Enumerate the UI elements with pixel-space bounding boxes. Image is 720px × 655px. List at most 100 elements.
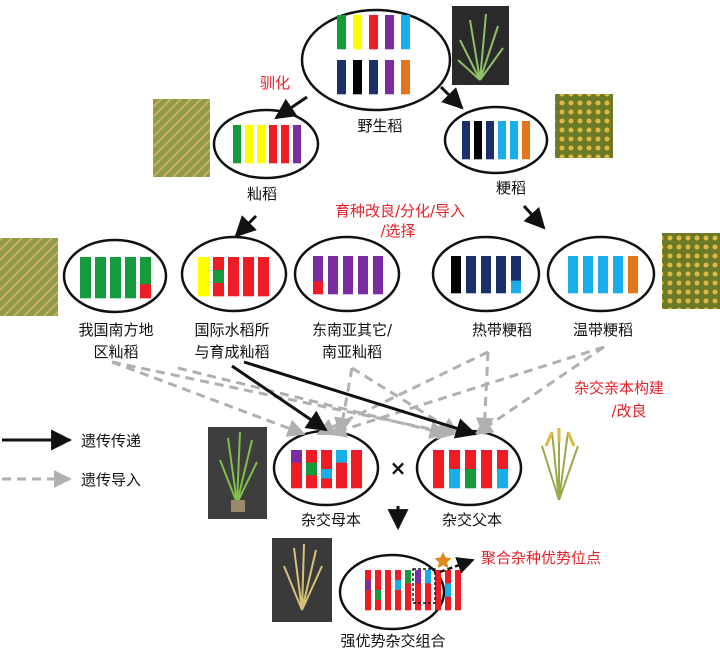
chromosome-segment <box>375 570 381 581</box>
label-irri-line1: 国际水稻所 <box>194 321 269 339</box>
indica-ellipse <box>212 108 320 180</box>
chromosome-combo-3 <box>385 570 391 611</box>
chromosome-segment <box>385 15 394 50</box>
chromosome-mother-5 <box>351 450 362 489</box>
chromosome-segment <box>306 475 317 489</box>
chromosome-segment <box>445 583 451 597</box>
chromosome-segment <box>306 462 317 476</box>
label-wild-rice: 野生稻 <box>357 117 402 135</box>
chromosome-father-4 <box>481 450 492 489</box>
chromosome-wild-bottom-3 <box>369 60 378 95</box>
label-japonica: 粳稻 <box>496 179 526 197</box>
chromosome-segment <box>511 256 521 269</box>
chromosome-segment <box>498 121 506 160</box>
chromosome-japonica-5 <box>510 121 518 160</box>
chromosome-father-1 <box>433 450 444 489</box>
chromosome-segment <box>198 257 209 297</box>
chromosome-segment <box>401 15 410 50</box>
chromosome-temperate-1 <box>568 256 578 294</box>
chromosome-segment <box>474 121 482 160</box>
chromosome-temperate-3 <box>598 256 608 294</box>
chromosome-sea-1 <box>313 256 323 295</box>
chromosome-irri-3 <box>228 257 239 297</box>
label-tropical: 热带粳稻 <box>472 321 532 339</box>
chromosome-segment <box>291 475 302 489</box>
chromosome-tropical-5 <box>511 256 521 294</box>
chromosome-segment <box>245 125 253 164</box>
chromosome-segment <box>385 570 391 591</box>
chromosome-sea-5 <box>373 256 383 295</box>
chromosome-japonica-6 <box>522 121 530 160</box>
chromosome-wild-top-3 <box>369 15 378 50</box>
chromosome-segment <box>365 590 371 601</box>
chromosome-irri-5 <box>258 257 269 297</box>
chromosome-segment <box>313 281 323 295</box>
introgression-arrows <box>111 345 605 440</box>
chromosome-father-5 <box>497 450 508 489</box>
chromosome-indica-4 <box>269 125 277 164</box>
photo-japonica-panicle <box>555 94 613 158</box>
chromosome-segment <box>449 450 460 470</box>
chromosome-segment <box>328 256 338 295</box>
chromosome-indica-2 <box>245 125 253 164</box>
chromosome-segment <box>455 570 461 591</box>
chromosome-sea-4 <box>358 256 368 295</box>
chromosome-segment <box>336 450 347 463</box>
chromosome-segment <box>313 256 323 269</box>
label-father: 杂交父本 <box>442 511 502 529</box>
chromosome-segment <box>455 590 461 611</box>
chromosome-wild-bottom-4 <box>385 60 394 95</box>
chromosome-segment <box>228 257 239 297</box>
chromosome-segment <box>369 60 378 95</box>
chromosome-segment <box>445 570 451 584</box>
label-hybrid-build-line2: /改良 <box>611 402 646 420</box>
chromosome-segment <box>369 15 378 50</box>
chromosome-segment <box>613 256 623 294</box>
chromosome-segment <box>511 268 521 281</box>
chromosome-tropical-2 <box>466 256 476 294</box>
chromosome-segment <box>466 256 476 294</box>
chromosome-mother-1 <box>291 450 302 489</box>
chromosome-segment <box>405 596 411 611</box>
chromosome-segment <box>445 596 451 611</box>
chromosome-mother-4 <box>336 450 347 489</box>
chromosome-wild-bottom-5 <box>401 60 410 95</box>
chromosome-segment <box>243 257 254 297</box>
chromosome-wild-top-2 <box>353 15 362 50</box>
chromosome-segment <box>425 583 431 597</box>
legend-inheritance-label: 遗传传递 <box>81 432 141 450</box>
photo-wild-rice <box>452 6 509 85</box>
chromosome-segment <box>140 270 151 285</box>
photo-combination-plant <box>272 538 332 622</box>
chromosome-segment <box>313 268 323 282</box>
chromosome-combo-5 <box>405 570 411 611</box>
photo-mother-plant <box>208 427 267 519</box>
chromosome-segment <box>321 478 332 489</box>
chromosome-segment <box>465 469 476 489</box>
cross-symbol: × <box>390 456 407 480</box>
japonica-ellipse <box>443 105 549 175</box>
chromosome-segment <box>583 256 593 294</box>
label-irri-line2: 与育成籼稻 <box>194 343 269 361</box>
label-temperate: 温带粳稻 <box>573 321 633 339</box>
chromosome-south-china-5 <box>140 257 151 299</box>
chromosome-segment <box>140 284 151 299</box>
chromosome-segment <box>353 15 362 50</box>
chromosome-segment <box>125 257 136 299</box>
chromosome-segment <box>306 450 317 463</box>
chromosome-segment <box>95 257 106 299</box>
photo-indica-panicle <box>153 99 210 177</box>
chromosome-tropical-4 <box>496 256 506 294</box>
label-indica: 籼稻 <box>247 185 277 203</box>
chromosome-segment <box>435 590 441 611</box>
chromosome-segment <box>321 450 332 460</box>
chromosome-segment <box>628 256 638 294</box>
label-south-china-line2: 区籼稻 <box>93 343 138 361</box>
chromosome-segment <box>351 450 362 489</box>
chromosome-indica-1 <box>233 125 241 164</box>
chromosome-segment <box>497 450 508 470</box>
label-hybrid-build-line1: 杂交亲本构建 <box>574 379 664 397</box>
chromosome-combo-1 <box>365 570 371 611</box>
chromosome-japonica-1 <box>462 121 470 160</box>
